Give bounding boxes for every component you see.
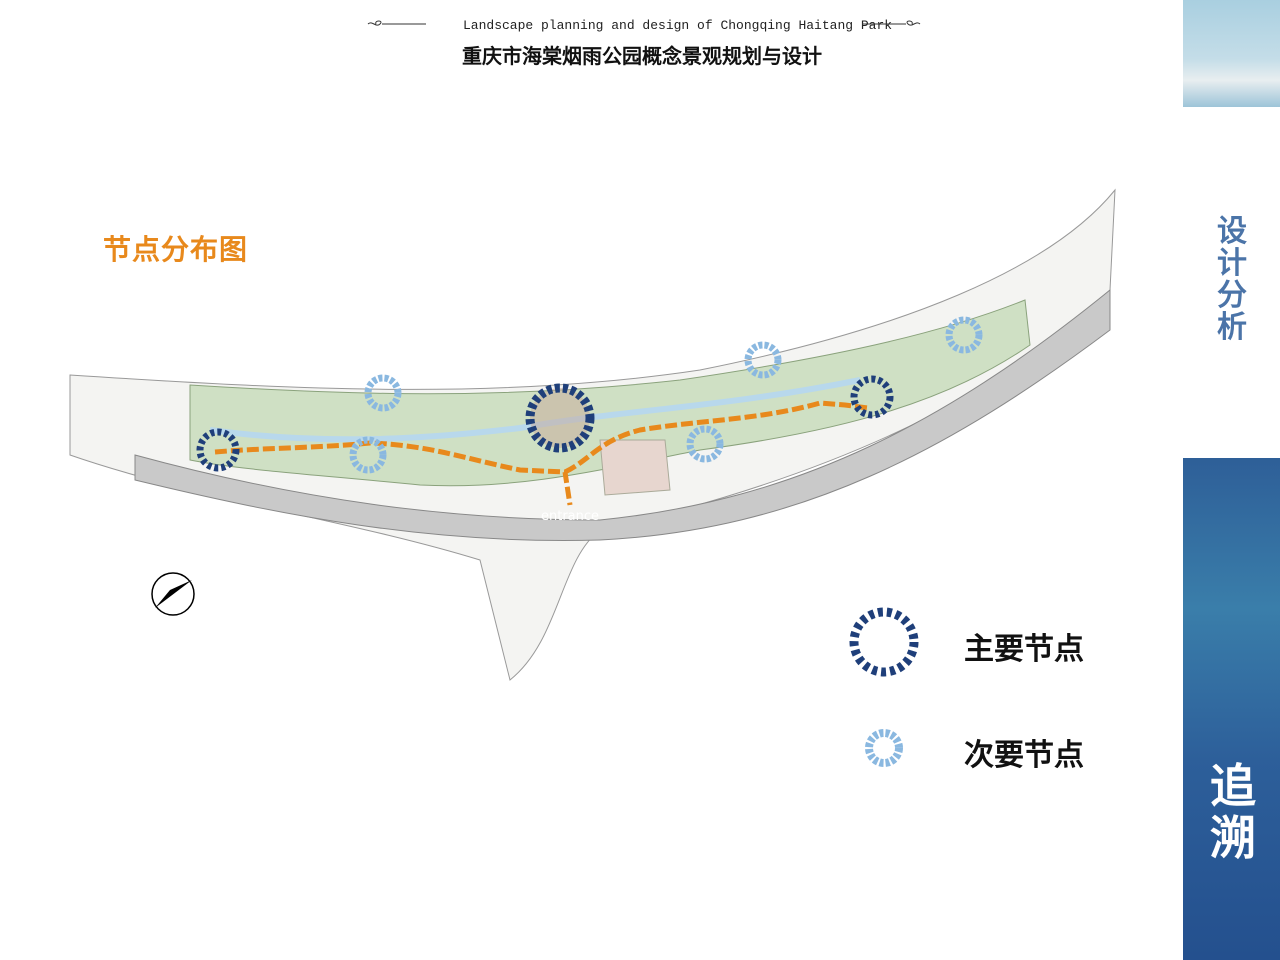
primary-node-1 bbox=[196, 428, 240, 472]
sidebar-section-label: 设计分析 bbox=[1217, 214, 1247, 345]
sidebar-sea-image bbox=[1183, 458, 1280, 960]
legend-primary-label: 主要节点 bbox=[964, 632, 1084, 667]
secondary-node-4 bbox=[744, 341, 782, 379]
plaza bbox=[599, 439, 671, 496]
secondary-node-3 bbox=[686, 425, 724, 463]
entrance-label: entrance bbox=[541, 509, 599, 524]
river bbox=[209, 377, 861, 443]
header-title-cn: 重庆市海棠烟雨公园概念景观规划与设计 bbox=[462, 44, 822, 68]
right-ornament bbox=[862, 20, 921, 26]
map-title: 节点分布图 bbox=[103, 233, 249, 266]
primary-node-2 bbox=[525, 383, 595, 453]
sidebar-sky-image bbox=[1183, 0, 1280, 107]
secondary-node-2 bbox=[349, 436, 387, 474]
legend-primary-icon bbox=[849, 607, 919, 677]
legend-secondary-label: 次要节点 bbox=[964, 738, 1084, 773]
north-arrow-icon bbox=[151, 572, 195, 616]
legend-secondary-icon bbox=[865, 729, 903, 767]
secondary-node-1 bbox=[364, 374, 402, 412]
sidebar-brand-text: 追溯 bbox=[1210, 759, 1256, 865]
primary-node-3 bbox=[850, 375, 894, 419]
left-ornament bbox=[367, 20, 426, 26]
header-subtitle-en: Landscape planning and design of Chongqi… bbox=[463, 18, 893, 33]
road bbox=[134, 288, 1111, 542]
site-plan: entrance bbox=[69, 188, 1116, 767]
secondary-node-5 bbox=[945, 316, 983, 354]
